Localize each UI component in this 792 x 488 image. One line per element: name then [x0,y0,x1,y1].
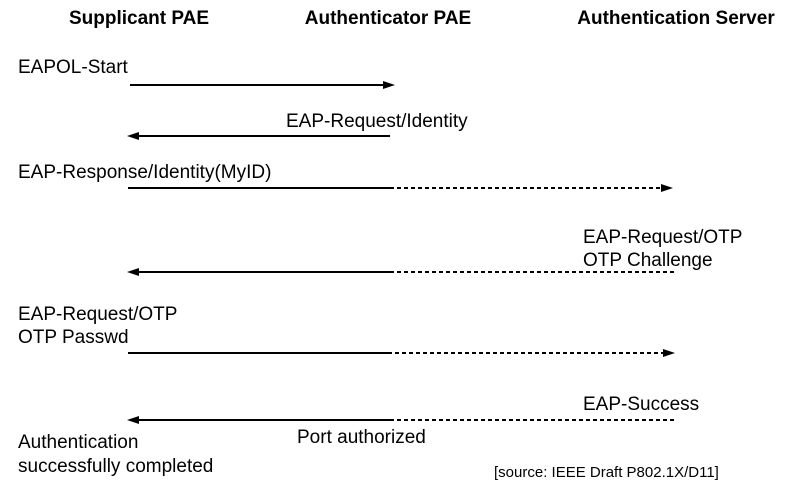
status-text-line2: successfully completed [18,456,214,477]
arrow-dashed-eap-request-otp [390,271,676,273]
message-label-eap-request-identity: EAP-Request/Identity [286,111,468,132]
arrow-line-eapol-start [130,84,383,86]
message-label-eap-response-otp-line1: EAP-Request/OTP [18,304,178,325]
arrow-dashed-eap-response-identity [390,187,661,189]
arrow-line-eap-request-identity [139,135,390,137]
column-header-authenticator-pae: Authenticator PAE [304,8,472,29]
arrow-line-eap-response-otp [128,352,388,354]
status-text-line1: Authentication [18,432,139,453]
column-header-authentication-server: Authentication Server [577,8,775,29]
message-label-eapol-start: EAPOL-Start [18,57,128,78]
arrowhead-right-eap-response-otp [663,349,675,357]
source-citation: [source: IEEE Draft P802.1X/D11] [494,464,719,481]
message-label-eap-request-otp-line1: EAP-Request/OTP [583,227,743,248]
message-label-eap-request-otp-line2: OTP Challenge [583,250,713,271]
annotation-port-authorized: Port authorized [297,427,426,448]
arrowhead-right-eapol-start [383,81,395,89]
message-label-eap-success: EAP-Success [583,394,700,415]
message-label-eap-response-identity: EAP-Response/Identity(MyID) [18,162,272,183]
arrow-dashed-eap-response-otp [388,352,663,354]
arrowhead-right-eap-response-identity [661,184,673,192]
arrow-line-eap-success [139,419,390,421]
message-label-eap-response-otp-line2: OTP Passwd [18,327,129,348]
arrowhead-left-eap-success [127,416,139,424]
arrowhead-left-eap-request-otp [127,268,139,276]
arrowhead-left-eap-request-identity [127,132,139,140]
arrow-dashed-eap-success [390,419,676,421]
column-header-supplicant-pae: Supplicant PAE [68,8,210,29]
arrow-line-eap-response-identity [128,187,390,189]
arrow-line-eap-request-otp [139,271,390,273]
